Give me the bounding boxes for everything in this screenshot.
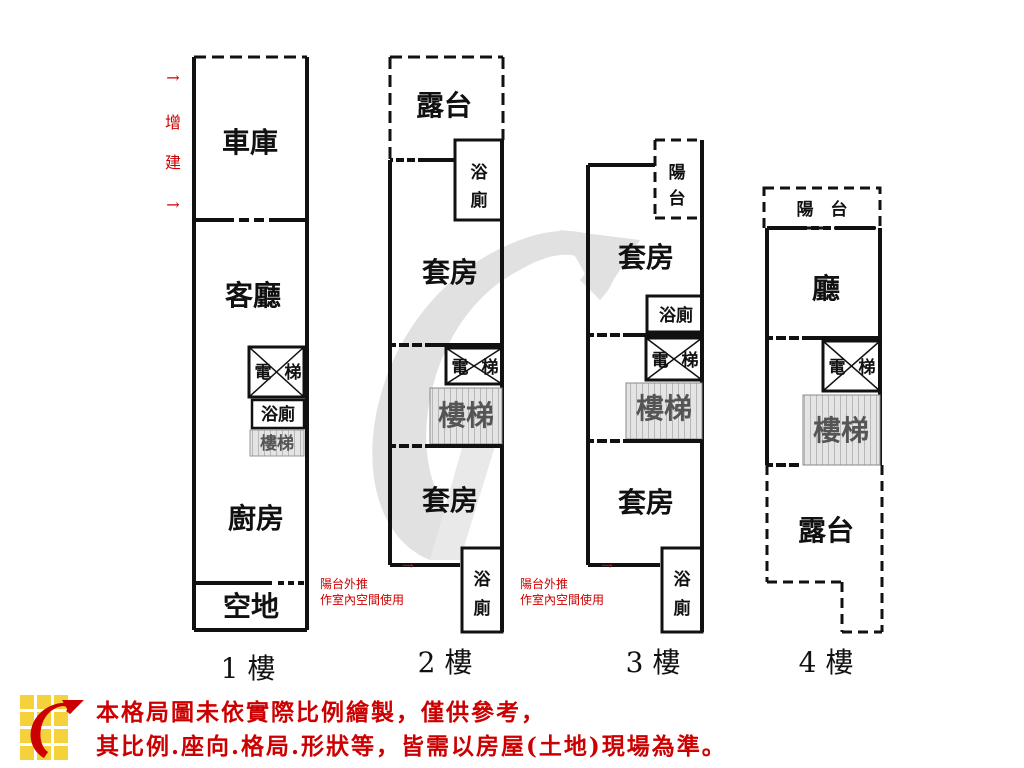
floor-4-plan [762,186,884,634]
stairs-label: 樓梯 [438,399,494,432]
terrace-label: 露台 [798,514,854,547]
floor-1-labels: 車庫 客廳 電 梯 浴廁 樓梯 廚房 空地 [222,126,302,623]
floor-3-caption: 3 樓 [626,646,681,679]
suite-label: 套房 [422,484,478,517]
bathroom-label: 浴 [674,569,692,590]
elevator-label: 電 [452,358,469,378]
floor-3-labels: 陽 台 套房 浴廁 電 梯 樓梯 套房 浴 廁 [618,163,699,619]
balcony-label: 陽 [669,163,686,183]
stairs-label: 樓梯 [260,433,294,454]
garage-label: 車庫 [222,126,278,159]
terrace-label: 露台 [416,89,472,122]
balcony-note: 陽台外推 [520,576,568,591]
extension-note: 建 [165,153,181,172]
balcony-label: 陽 台 [797,199,848,220]
balcony-label: 台 [669,188,686,209]
arrow-icon: → [166,195,179,214]
bathroom-label: 浴廁 [261,404,295,425]
balcony-note-2: → 陽台外推 作室內空間使用 [320,558,414,607]
floor-1-plan [192,55,309,632]
floor-4-caption: 4 樓 [799,646,854,679]
elevator-label: 梯 [482,357,499,378]
floor-2-plan [388,55,505,634]
suite-label: 套房 [618,241,674,274]
suite-label: 套房 [618,486,674,519]
balcony-note: 陽台外推 [320,576,368,591]
bathroom-label: 浴 [471,162,489,183]
bathroom-label: 廁 [474,598,491,619]
bathroom-label: 浴 [474,569,492,590]
extension-note: 增 [165,113,181,132]
elevator-label: 電 [255,363,272,383]
floor-3-plan [586,138,704,634]
living-room-label: 客廳 [225,279,281,312]
stairs-label: 樓梯 [813,414,869,447]
watermark-logo [372,230,640,561]
disclaimer-line-2: 其比例.座向.格局.形狀等，皆需以房屋(土地)現場為準。 [96,733,727,760]
extension-annotation: → 增 建 → [165,68,181,214]
elevator-label: 梯 [859,357,876,378]
kitchen-label: 廚房 [228,502,284,535]
elevator-label: 梯 [682,350,699,371]
balcony-note: 作室內空間使用 [320,592,404,607]
floor-4-labels: 陽 台 廳 電 梯 樓梯 露台 [797,199,876,547]
balcony-note-3: → 陽台外推 作室內空間使用 [520,558,613,607]
bathroom-label: 浴廁 [659,305,693,326]
floor-2-caption: 2 樓 [418,646,473,679]
hall-label: 廳 [812,272,840,305]
bathroom-label: 廁 [674,598,691,619]
suite-label: 套房 [422,256,478,289]
arrow-icon: → [601,558,613,574]
elevator-label: 電 [652,351,669,371]
arrow-icon: → [166,68,179,87]
arrow-icon: → [402,558,414,574]
elevator-label: 梯 [285,362,302,383]
floor-2-labels: 露台 浴 廁 套房 電 梯 樓梯 套房 浴 廁 [416,89,499,619]
open-space-label: 空地 [223,590,279,623]
company-logo [20,695,84,760]
stairs-label: 樓梯 [636,392,692,425]
disclaimer-line-1: 本格局圖未依實際比例繪製，僅供參考， [96,699,546,726]
bathroom-label: 廁 [471,190,488,211]
balcony-note: 作室內空間使用 [520,592,604,607]
elevator-label: 電 [829,358,846,378]
floor-1-caption: 1 樓 [221,652,276,685]
